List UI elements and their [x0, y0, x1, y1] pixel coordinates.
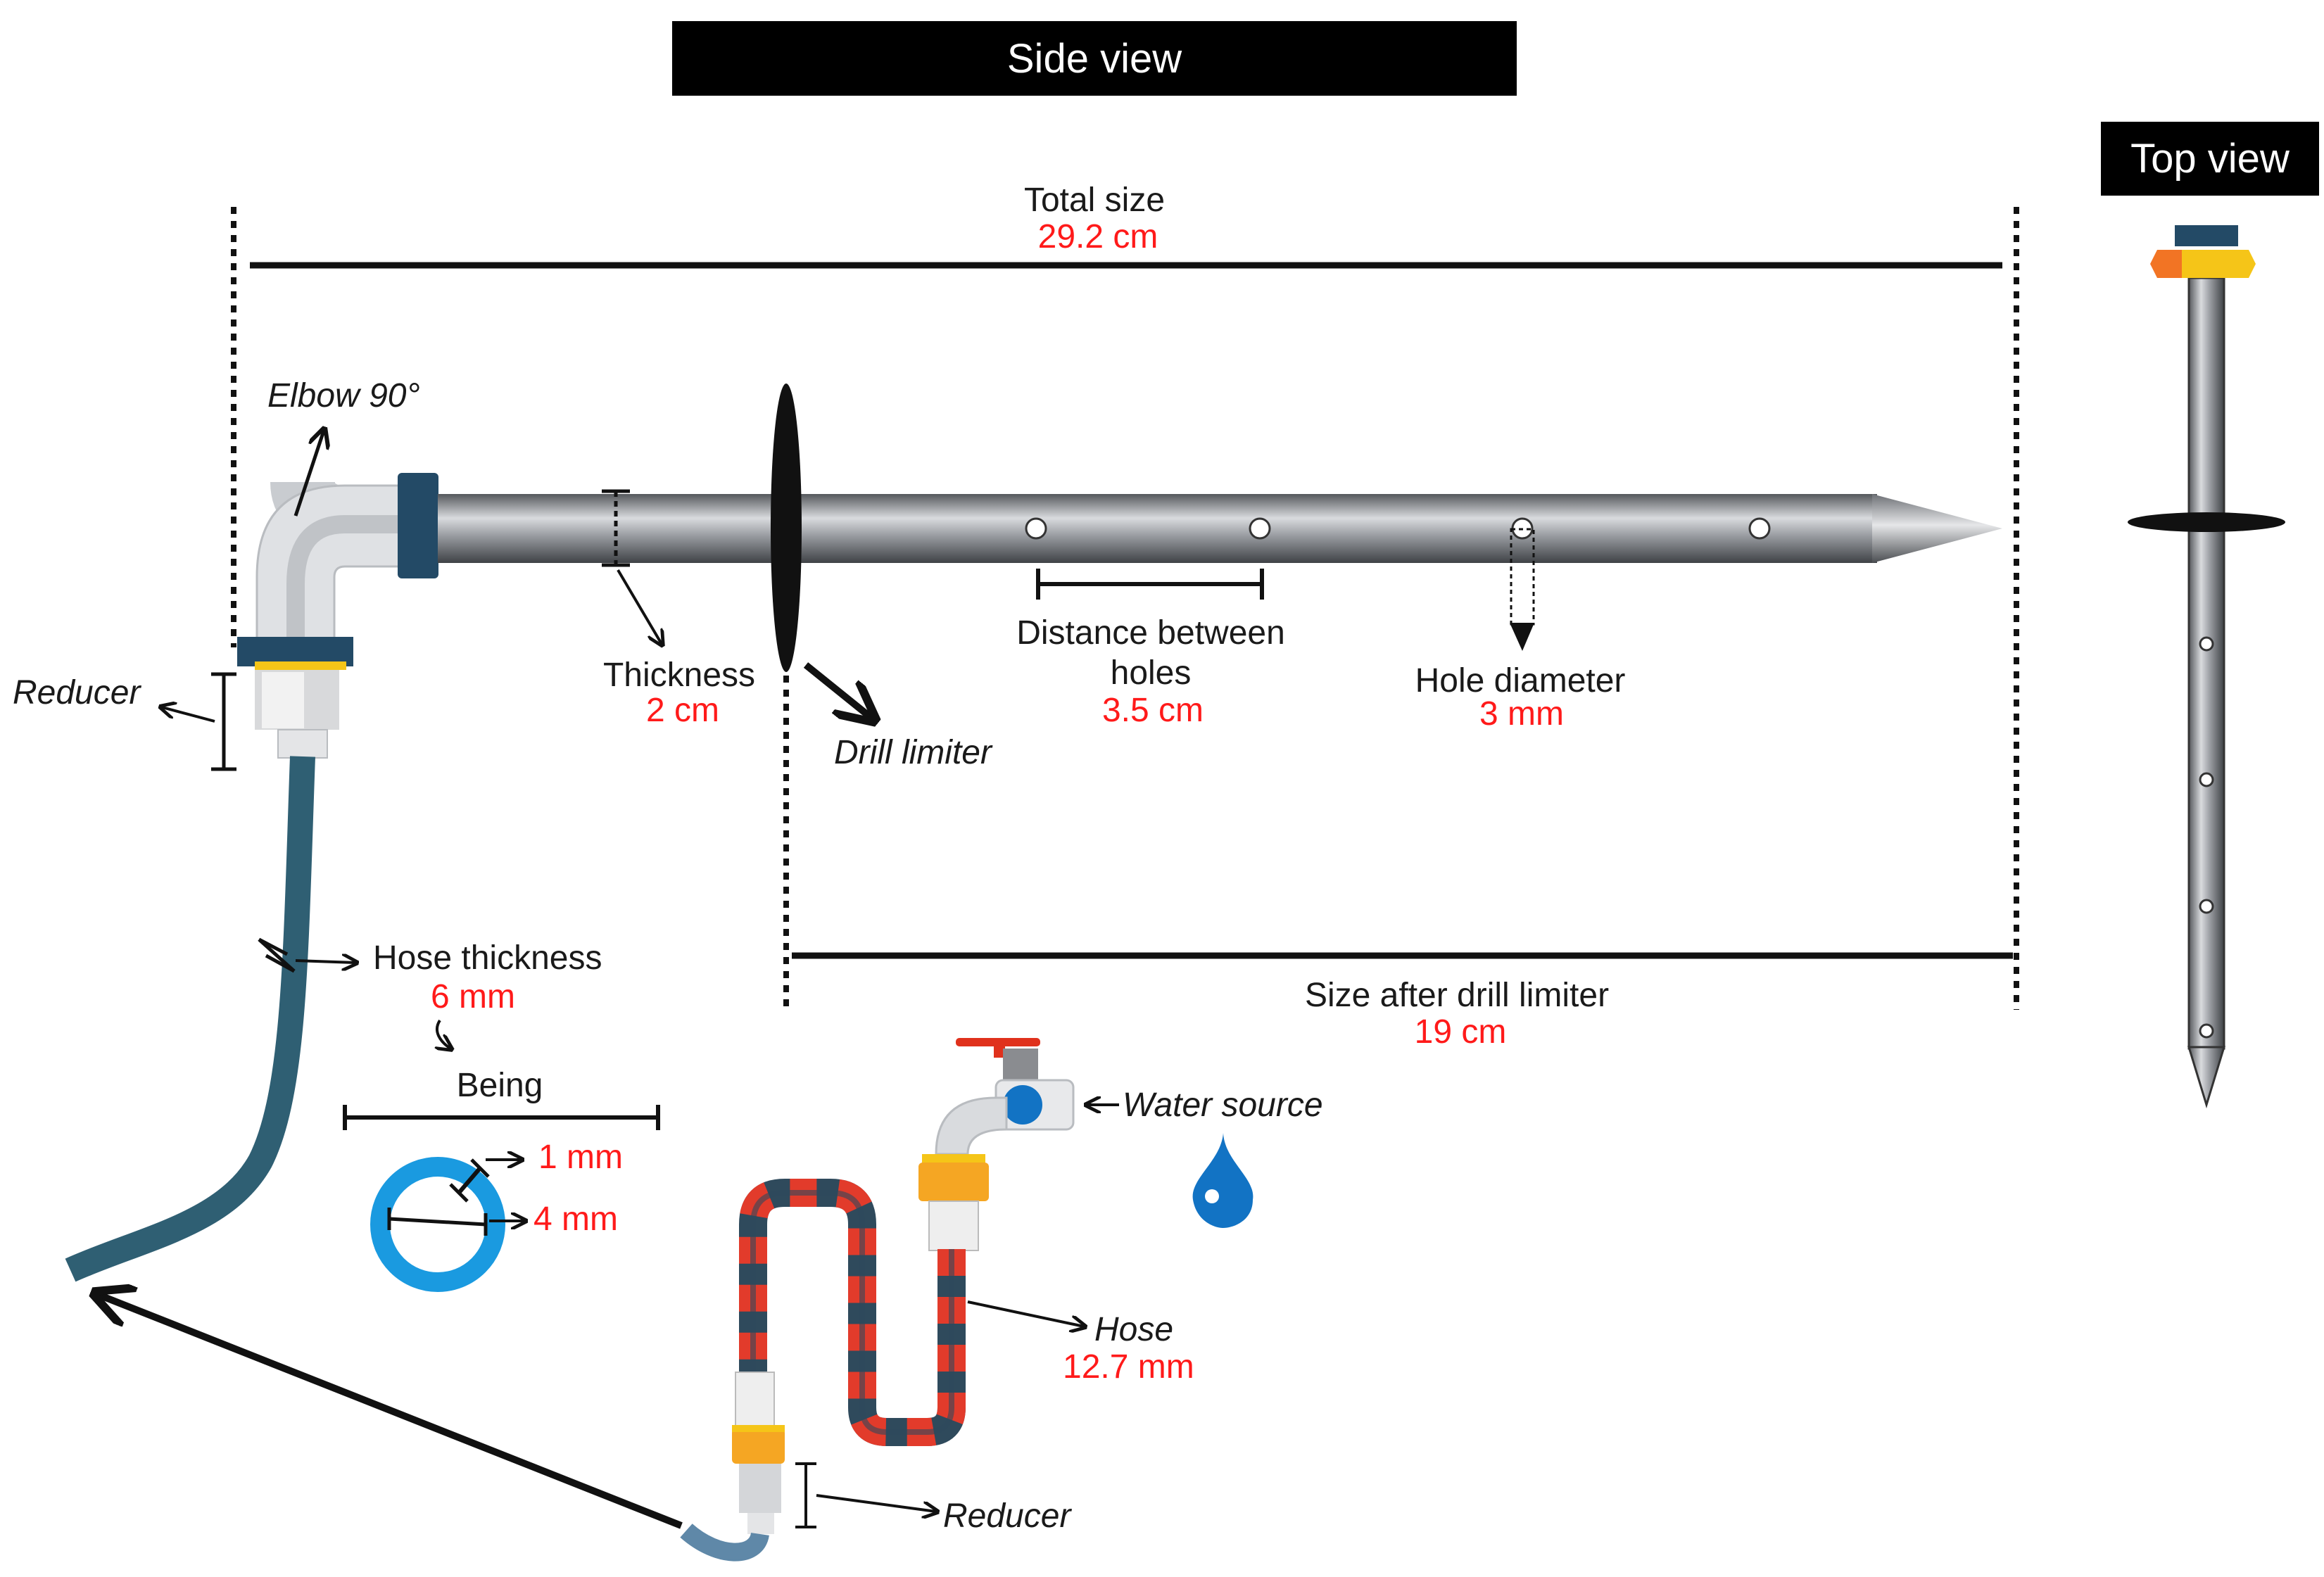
top-view-stake [2128, 225, 2285, 1109]
hole-2 [1249, 517, 1271, 540]
size-after-value: 19 cm [1415, 1013, 1507, 1051]
water-source-label: Water source [1123, 1087, 1323, 1124]
elbow-fitting: Elbow 90° [237, 377, 438, 666]
elbow-label: Elbow 90° [267, 377, 420, 414]
stake-pipe [438, 494, 2002, 563]
water-drop-icon [1192, 1133, 1253, 1228]
thin-hose: Hose thickness 6 mm [65, 756, 602, 1282]
braided-hose: Hose 12.7 mm [739, 1179, 1194, 1446]
wall-thickness-value: 1 mm [538, 1139, 623, 1176]
side-view-title: Side view [1007, 36, 1182, 82]
drill-limiter: Drill limiter [771, 384, 993, 771]
side-view-header: Side view [672, 21, 1517, 96]
total-size-dimension: Total size 29.2 cm [231, 182, 2019, 1010]
hose-cross-section: Being 1 mm 4 mm [343, 1067, 660, 1292]
water-source-faucet: Water source [918, 1038, 1323, 1251]
distance-label-line2: holes [1111, 654, 1192, 692]
being-label: Being [457, 1067, 543, 1104]
total-size-label: Total size [1024, 182, 1165, 219]
reducer-bottom-label: Reducer [943, 1497, 1072, 1535]
elbow-pipe-collar [398, 473, 438, 578]
hole-1 [1025, 517, 1047, 540]
hole-diameter-label: Hole diameter [1415, 662, 1626, 699]
top-view-title: Top view [2130, 136, 2290, 182]
stake-tip [1872, 494, 2002, 563]
reducer-bottom: Reducer [680, 1372, 1072, 1562]
thickness-label: Thickness [603, 657, 755, 694]
inner-diameter-value: 4 mm [533, 1201, 618, 1238]
reducer-top-label: Reducer [13, 674, 141, 711]
top-view-header: Top view [2101, 122, 2319, 196]
top-view-limiter [2128, 512, 2285, 532]
top-view-tip [2187, 1046, 2226, 1109]
reducer-top: Reducer [13, 661, 346, 771]
hose-thickness-label: Hose thickness [373, 939, 602, 977]
total-size-value: 29.2 cm [1038, 218, 1158, 255]
distance-label-line1: Distance between [1016, 614, 1285, 652]
hose-diameter-value: 12.7 mm [1063, 1348, 1194, 1386]
hole-distance-dimension: Distance between holes 3.5 cm [1016, 569, 1285, 729]
hole-diameter-dimension: Hole diameter 3 mm [1415, 528, 1626, 733]
hole-4 [1748, 517, 1771, 540]
size-after-dimension: Size after drill limiter 19 cm [783, 676, 2013, 1051]
hose-thickness-value: 6 mm [431, 978, 515, 1015]
drill-limiter-label: Drill limiter [834, 734, 993, 771]
connection-arrow [99, 1295, 683, 1529]
hose-ring [370, 1157, 505, 1292]
distance-value: 3.5 cm [1102, 692, 1204, 729]
hole-diameter-value: 3 mm [1479, 695, 1564, 733]
thickness-dimension: Thickness 2 cm [602, 489, 755, 729]
thickness-value: 2 cm [646, 692, 719, 729]
hose-label: Hose [1094, 1311, 1173, 1348]
size-after-label: Size after drill limiter [1305, 977, 1609, 1014]
